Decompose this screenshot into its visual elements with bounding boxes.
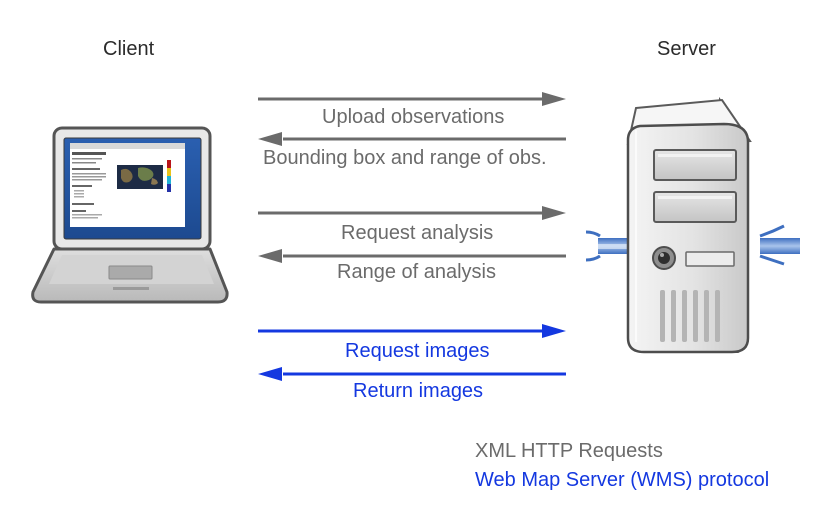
laptop-icon xyxy=(31,126,229,304)
request-analysis-label: Request analysis xyxy=(341,222,494,244)
arrow-bounding-box xyxy=(258,132,566,146)
server-icon xyxy=(585,96,800,354)
bounding-box-label: Bounding box and range of obs. xyxy=(263,147,547,169)
return-images-label: Return images xyxy=(353,380,484,402)
arrow-request-images xyxy=(258,324,566,338)
request-images-label: Request images xyxy=(345,340,490,362)
client-title: Client xyxy=(103,38,155,60)
upload-observations-label: Upload observations xyxy=(322,106,505,128)
arrow-return-images xyxy=(258,367,566,381)
server-title: Server xyxy=(657,38,716,60)
arrow-range-analysis xyxy=(258,249,566,263)
legend-wms: Web Map Server (WMS) protocol xyxy=(475,469,770,491)
range-of-analysis-label: Range of analysis xyxy=(337,261,496,283)
arrow-request-analysis xyxy=(258,206,566,220)
arrow-upload xyxy=(258,92,566,106)
legend-xml-http: XML HTTP Requests xyxy=(475,440,663,462)
